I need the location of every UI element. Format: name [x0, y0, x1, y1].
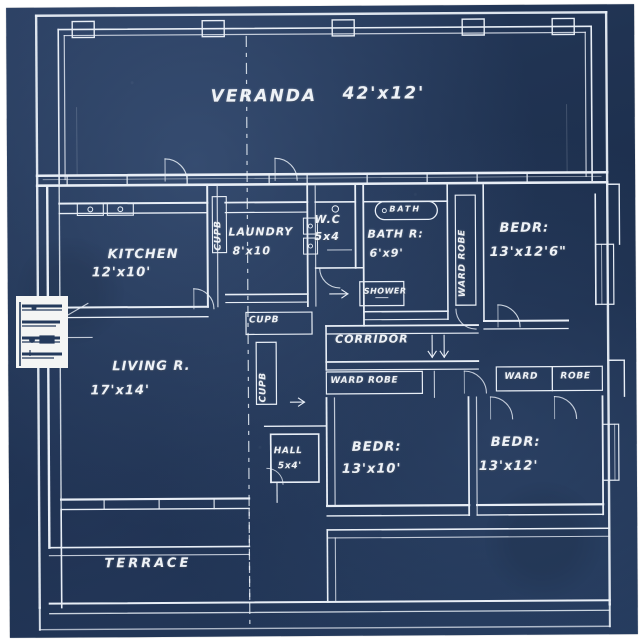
floor-plan-linework [6, 4, 638, 638]
edge-overlay-fragment [16, 296, 68, 368]
